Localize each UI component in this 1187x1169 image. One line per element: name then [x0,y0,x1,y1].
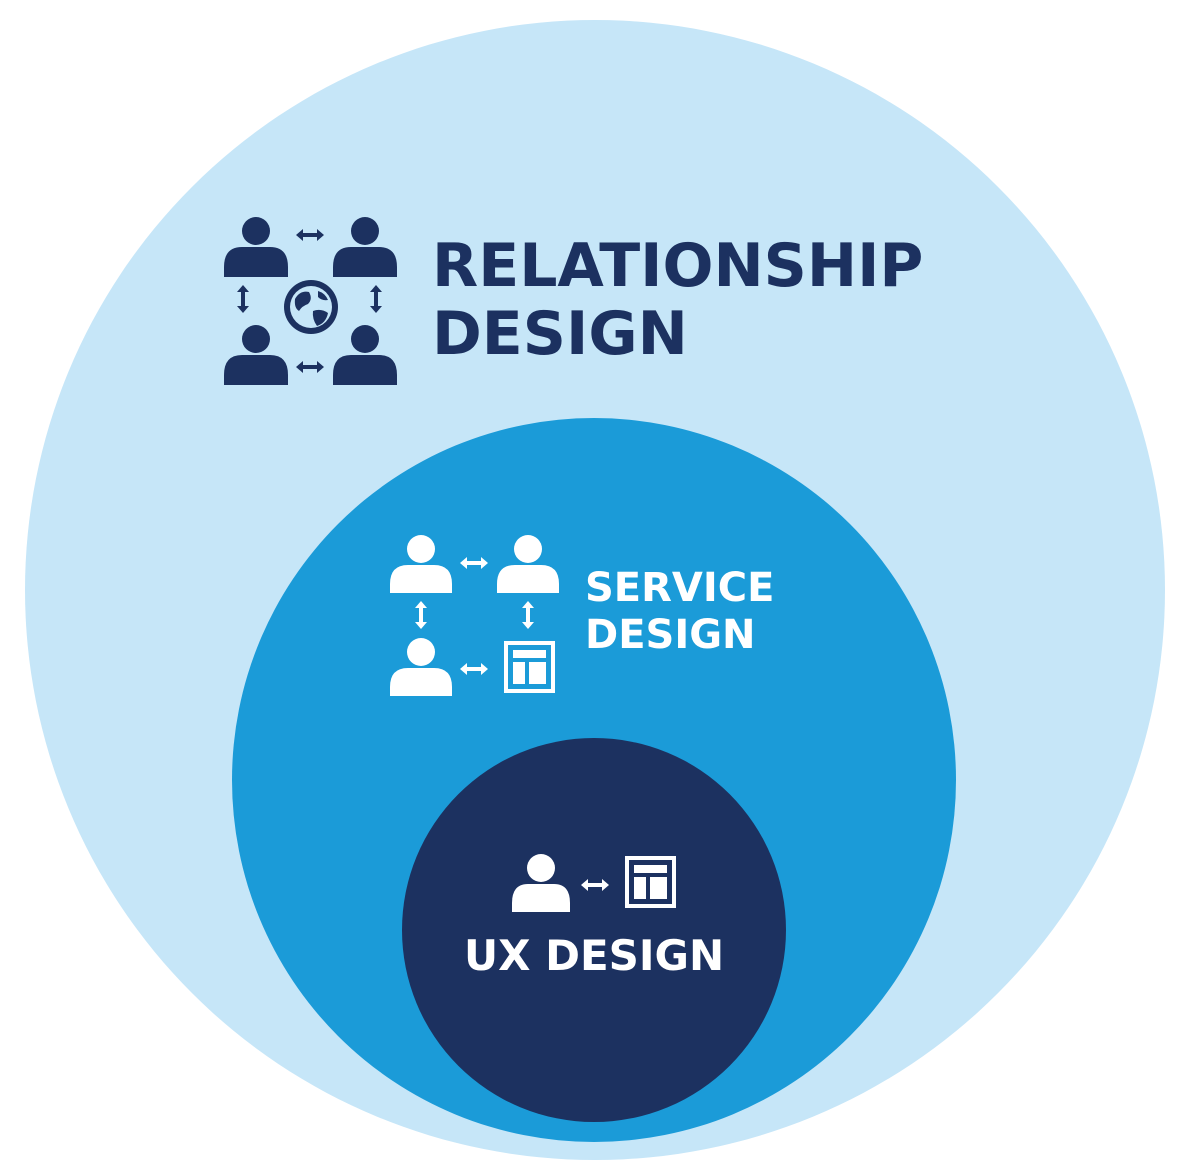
double-arrow-icon [370,285,382,313]
person-icon [512,854,570,912]
double-arrow-icon [296,361,324,373]
person-icon [497,535,559,593]
double-arrow-icon [522,601,534,629]
person-icon [224,217,288,277]
globe-icon [284,280,338,334]
ux-design-label: UX DESIGN [464,931,725,980]
interface-window-icon [504,641,555,693]
ux-design-circle [402,738,786,1122]
relationship-design-label: RELATIONSHIP DESIGN [432,232,923,368]
relationship-design-label-line2: DESIGN [432,299,688,369]
person-icon [333,325,397,385]
double-arrow-icon [296,229,324,241]
people-network-globe-icon [224,217,397,385]
double-arrow-icon [581,879,609,891]
relationship-design-label-line1: RELATIONSHIP [432,231,924,301]
person-icon [390,638,452,696]
double-arrow-icon [415,601,427,629]
service-design-label-line1: SERVICE [585,565,775,611]
people-interface-network-icon [390,535,559,696]
interface-window-icon [625,856,676,908]
person-interface-icon [512,854,676,912]
double-arrow-icon [460,557,488,569]
person-icon [224,325,288,385]
service-design-label: SERVICE DESIGN [585,565,774,659]
double-arrow-icon [237,285,249,313]
person-icon [333,217,397,277]
person-icon [390,535,452,593]
double-arrow-icon [460,663,488,675]
service-design-label-line2: DESIGN [585,612,756,658]
